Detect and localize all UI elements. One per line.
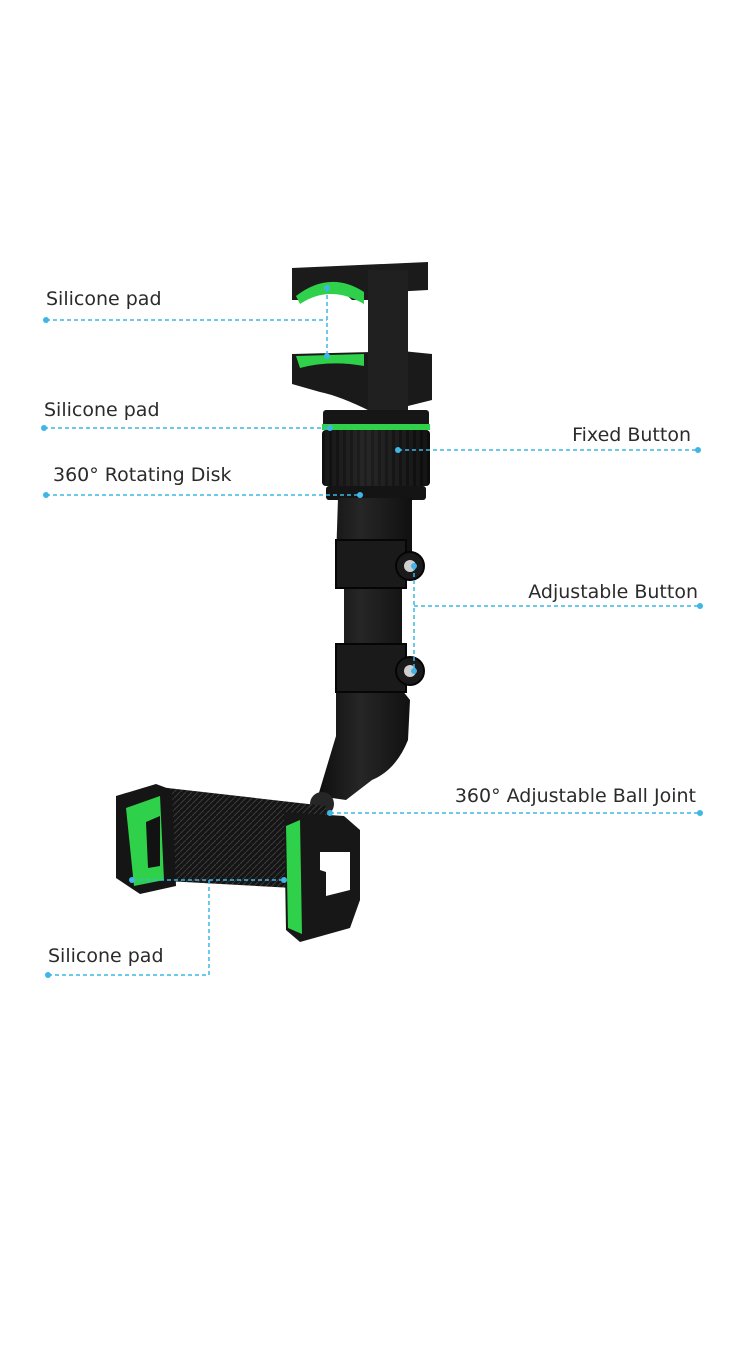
label-silicone-pad-bottom: Silicone pad [48,945,164,967]
silicone-ring-shape [322,424,430,430]
phone-clamp [116,784,360,942]
adjustable-button-lower [395,656,425,686]
label-rotating-disk: 360° Rotating Disk [53,464,232,486]
label-silicone-pad-middle: Silicone pad [44,399,160,421]
silicone-pad-lower-shape [296,354,364,368]
silicone-pad-right-shape [286,820,302,934]
label-adjustable-button: Adjustable Button [528,581,698,603]
adjustable-button-upper [395,551,425,581]
label-ball-joint: 360° Adjustable Ball Joint [454,785,696,807]
label-silicone-pad-top: Silicone pad [46,288,162,310]
silicone-pad-top-shape [296,281,364,304]
label-fixed-button: Fixed Button [572,424,691,446]
rotating-disk-shape [322,430,430,500]
leader-dots [41,285,703,978]
leader-lines [44,288,700,976]
top-clamp [292,262,432,412]
arm-shape [318,498,412,800]
